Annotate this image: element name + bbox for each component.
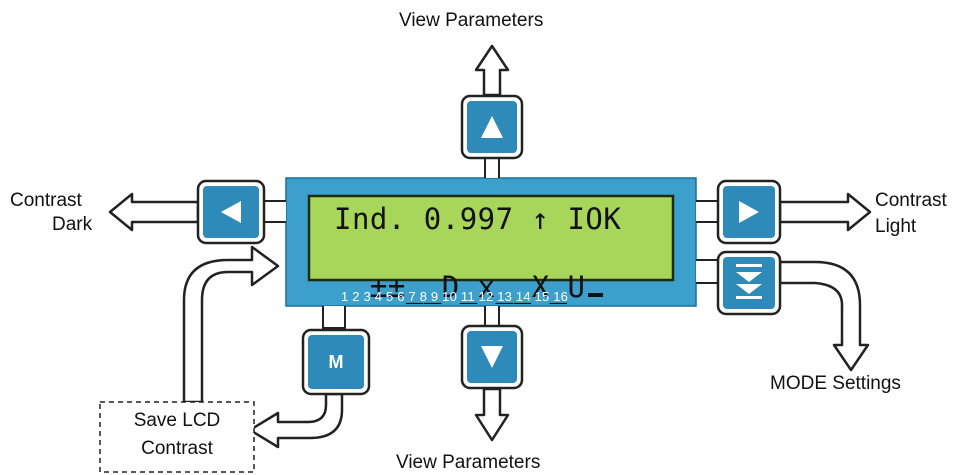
lcd-line-2: ±±__D_x__X_U xyxy=(334,236,604,304)
contrast-dark-label-line1: Contrast xyxy=(10,190,82,211)
down-button[interactable] xyxy=(460,324,524,390)
menu-button[interactable] xyxy=(301,328,371,396)
save-lcd-box xyxy=(99,401,255,473)
lcd-line-2-rest: _D_x__X_U xyxy=(423,270,586,304)
triangle-left-icon xyxy=(221,201,241,223)
left-button[interactable] xyxy=(196,179,266,245)
save-contrast-arrow xyxy=(182,245,280,404)
lcd-screen xyxy=(307,194,675,282)
contrast-light-label-line2: Light xyxy=(875,216,917,237)
mode-settings-label: MODE Settings xyxy=(770,373,901,394)
contrast-light-label-line1: Contrast xyxy=(875,190,947,211)
save-lcd-label-line1: Save LCD xyxy=(133,410,221,431)
mode-arrow xyxy=(696,259,870,372)
lcd-line-2-prefix: ±±_ xyxy=(369,270,424,304)
triangle-down-icon xyxy=(481,346,503,368)
double-chevron-down-icon xyxy=(736,264,762,299)
up-button[interactable] xyxy=(460,94,524,160)
lcd-column-numbers: 1 2 3 4 5 6 7 8 9 10 11 12 13 14 15 16 xyxy=(341,289,569,304)
contrast-dark-label-line2: Dark xyxy=(52,214,93,235)
view-parameters-top-label: View Parameters xyxy=(399,10,544,31)
menu-arrow xyxy=(248,306,346,449)
lcd-line-1: Ind. 0.997 ↑ IOK xyxy=(334,202,622,236)
right-button[interactable] xyxy=(716,179,782,245)
up-arrow xyxy=(474,44,510,178)
save-lcd-label-line2: Contrast xyxy=(141,438,213,459)
right-arrow xyxy=(696,192,872,232)
view-parameters-bottom-label: View Parameters xyxy=(396,452,541,473)
mode-button[interactable] xyxy=(716,250,782,316)
lcd-cursor xyxy=(588,293,604,297)
triangle-up-icon xyxy=(481,116,503,138)
triangle-right-icon xyxy=(739,201,759,223)
menu-button-label: M xyxy=(328,352,344,372)
left-arrow xyxy=(108,192,286,232)
